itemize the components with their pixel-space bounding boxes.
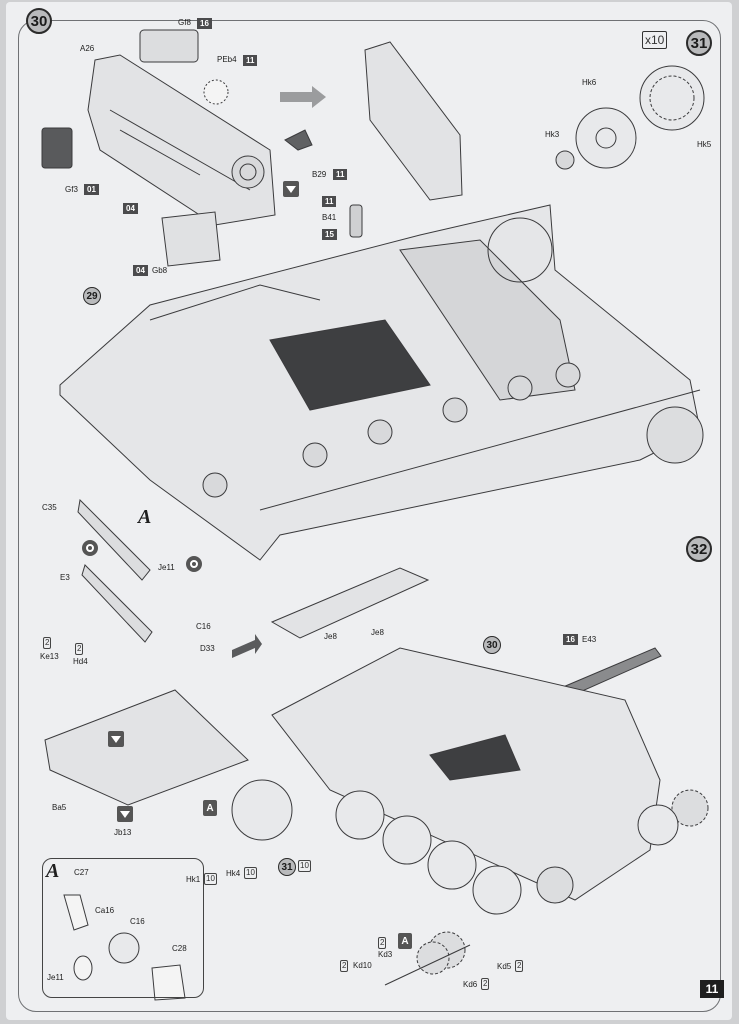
label-b29: B29 <box>312 170 327 179</box>
a-icon: A <box>203 800 217 816</box>
label-a26: A26 <box>80 44 95 53</box>
part-gf3 <box>41 127 73 169</box>
label-gf8: Gf8 <box>178 18 191 27</box>
mult-ke13: 2 <box>43 637 52 649</box>
assembly-arrow-2 <box>232 634 262 658</box>
part-c28 <box>151 964 186 1001</box>
mult-ref31: 10 <box>298 860 311 872</box>
step-30-number: 30 <box>26 8 52 34</box>
label-ba5: Ba5 <box>52 803 67 812</box>
flip-icon <box>283 181 299 197</box>
assembly-arrow <box>280 86 326 108</box>
label-je11: Je11 <box>158 563 175 572</box>
page-number: 11 <box>700 980 724 998</box>
label-hk6: Hk6 <box>582 78 597 87</box>
sprue-b41-b: 15 <box>322 229 337 240</box>
label-hd4: Hd4 <box>73 657 88 666</box>
rotate-icon <box>82 540 98 556</box>
assembled-panel <box>364 41 463 201</box>
label-kd10: Kd10 <box>353 961 372 970</box>
mult-hk4: 10 <box>244 867 257 879</box>
label-peb4: PEb4 <box>217 55 237 64</box>
road-wheel-hk5 <box>639 65 705 131</box>
ref-step-31: 31 <box>278 858 296 876</box>
label-hk4: Hk4 <box>226 869 241 878</box>
label-c28: C28 <box>172 944 187 953</box>
inset-a-label: A <box>46 860 60 882</box>
label-c16-inset: C16 <box>130 917 145 926</box>
sprue-04: 04 <box>123 203 138 214</box>
side-panel-a26 <box>87 54 276 226</box>
label-ca16: Ca16 <box>95 906 115 915</box>
part-gf8 <box>139 29 199 63</box>
label-je8-b: Je8 <box>371 628 384 637</box>
sprocket-kd6 <box>416 941 450 975</box>
label-hk5: Hk5 <box>697 140 712 149</box>
roof-plate <box>270 567 430 639</box>
part-ba5 <box>44 689 249 806</box>
mult-hk1: 10 <box>204 873 217 885</box>
part-je11-detail <box>73 955 93 981</box>
road-wheel-pair <box>231 779 293 841</box>
label-d33: D33 <box>200 644 215 653</box>
label-c16: C16 <box>196 622 211 631</box>
sprue-gf3: 01 <box>84 184 99 195</box>
rotate-icon-2 <box>186 556 202 572</box>
sprue-gf8: 16 <box>197 18 212 29</box>
flip-icon-2 <box>108 731 124 747</box>
page-frame <box>18 20 721 1012</box>
label-jb13: Jb13 <box>114 828 132 837</box>
label-hk3: Hk3 <box>545 130 560 139</box>
sprue-b41-a: 11 <box>322 196 337 207</box>
part-peb4 <box>203 79 229 105</box>
step-31-number: 31 <box>686 30 712 56</box>
label-je8-a: Je8 <box>324 632 337 641</box>
hull-assembly-30 <box>59 204 704 561</box>
ref-step-30: 30 <box>483 636 501 654</box>
label-e3: E3 <box>60 573 70 582</box>
part-c35 <box>77 498 151 581</box>
sprue-peb4: 11 <box>243 55 258 66</box>
part-b29 <box>284 129 313 151</box>
sprue-b29: 11 <box>333 169 348 180</box>
multiplier-x10: x10 <box>642 31 668 49</box>
label-hk1: Hk1 <box>186 875 201 884</box>
step-32-number: 32 <box>686 536 712 562</box>
label-c27: C27 <box>74 868 89 877</box>
label-c35: C35 <box>42 503 57 512</box>
mult-hd4: 2 <box>75 643 84 655</box>
part-c16-detail <box>108 932 140 964</box>
a-icon-2: A <box>398 933 412 949</box>
hub-hk3 <box>555 150 575 170</box>
part-gb8 <box>161 211 221 267</box>
hull-assembly-32 <box>271 647 709 915</box>
ref-step-29: 29 <box>83 287 101 305</box>
label-ke13: Ke13 <box>40 652 59 661</box>
mult-kd6: 2 <box>481 978 490 990</box>
label-kd3: Kd3 <box>378 950 393 959</box>
sprue-gb8: 04 <box>133 265 148 276</box>
road-wheel-hk6 <box>575 107 637 169</box>
flip-icon-3 <box>117 806 133 822</box>
label-je11-inset: Je11 <box>47 973 64 982</box>
part-e3 <box>81 564 153 643</box>
label-gf3: Gf3 <box>65 185 78 194</box>
detail-inset-a <box>42 858 204 998</box>
label-e43: E43 <box>582 635 597 644</box>
sprue-e43: 16 <box>563 634 578 645</box>
label-kd5: Kd5 <box>497 962 512 971</box>
mult-kd10: 2 <box>340 960 349 972</box>
part-b41 <box>349 204 363 238</box>
part-c27 <box>63 894 89 931</box>
mult-kd5: 2 <box>515 960 524 972</box>
label-kd6: Kd6 <box>463 980 478 989</box>
label-b41: B41 <box>322 213 337 222</box>
detail-a-marker: A <box>138 506 152 528</box>
label-gb8: Gb8 <box>152 266 168 275</box>
mult-kd3: 2 <box>378 937 387 949</box>
